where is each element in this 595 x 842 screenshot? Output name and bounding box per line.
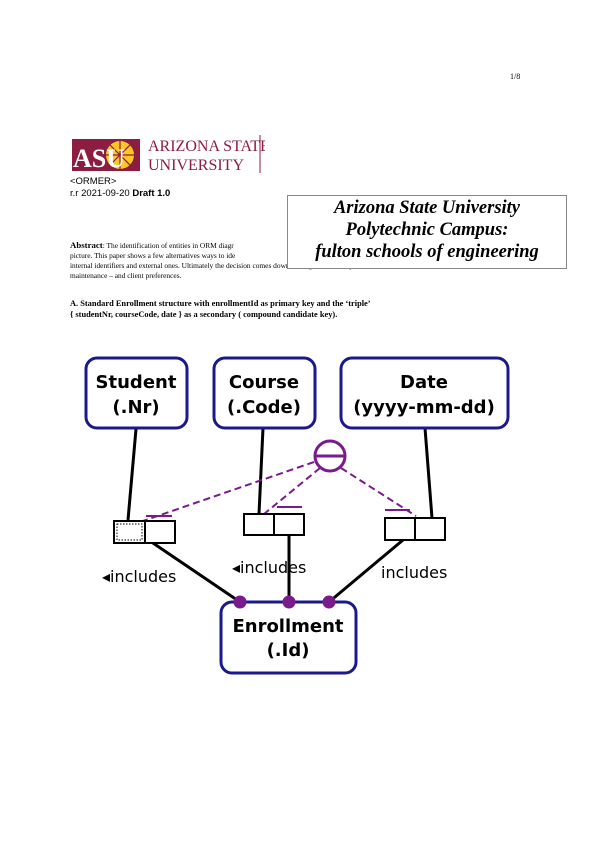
course-ref: (.Code) xyxy=(227,397,301,418)
entity-enrollment xyxy=(219,600,358,675)
fact-date-role2 xyxy=(414,517,446,541)
wordmark-line1: ARIZONA STATE xyxy=(148,138,265,155)
abstract-paragraph: Abstract: The identification of entities… xyxy=(70,240,389,280)
role-connectors xyxy=(126,427,434,604)
external-uniqueness-constraint xyxy=(313,439,347,473)
fact-date-role1 xyxy=(384,517,416,541)
page-number: 1/8 xyxy=(510,72,521,81)
course-name: Course xyxy=(229,372,299,393)
student-name: Student xyxy=(96,372,177,393)
reading-date: includes xyxy=(381,563,447,582)
campus-title-line3: fulton schools of engineering xyxy=(315,242,539,262)
constraint-lines xyxy=(142,461,417,522)
section-a-heading: A. Standard Enrollment structure with en… xyxy=(70,299,371,319)
reading-student: ◂includes xyxy=(102,567,176,586)
asu-logo: ASU ARIZONA STATE UNIVERSITY xyxy=(72,135,265,174)
campus-title-box: Arizona State University Polytechnic Cam… xyxy=(287,195,567,269)
enrollment-name: Enrollment xyxy=(232,616,343,637)
uniqueness-bars xyxy=(146,506,410,517)
date-ref: (yyyy-mm-dd) xyxy=(353,397,495,418)
orm-diagram: Student (.Nr) Course (.Code) Date (yyyy-… xyxy=(84,356,510,675)
campus-title-line2: Polytechnic Campus: xyxy=(345,220,509,240)
mandatory-dots xyxy=(233,595,336,609)
entity-date xyxy=(339,356,510,430)
abstract-heading: Abstract xyxy=(70,240,103,250)
ormer-tag: <ORMER> xyxy=(70,176,117,187)
enrollment-ref: (.Id) xyxy=(267,640,310,661)
reading-course: ◂includes xyxy=(232,558,306,577)
wordmark-line2: UNIVERSITY xyxy=(148,157,244,174)
entity-student xyxy=(84,356,189,430)
student-ref: (.Nr) xyxy=(112,397,159,418)
asu-monogram: ASU xyxy=(72,139,140,173)
fact-course-role2 xyxy=(273,513,305,536)
fact-student-role2 xyxy=(144,520,176,544)
draft-label: Draft 1.0 xyxy=(132,188,171,199)
svg-text:ASU: ASU xyxy=(73,144,125,173)
campus-title-line1: Arizona State University xyxy=(333,198,521,218)
revision-line: r.r 2021-09-20 Draft 1.0 xyxy=(70,188,171,199)
date-name: Date xyxy=(400,372,448,393)
entity-course xyxy=(212,356,317,430)
fact-course-role1 xyxy=(243,513,275,536)
